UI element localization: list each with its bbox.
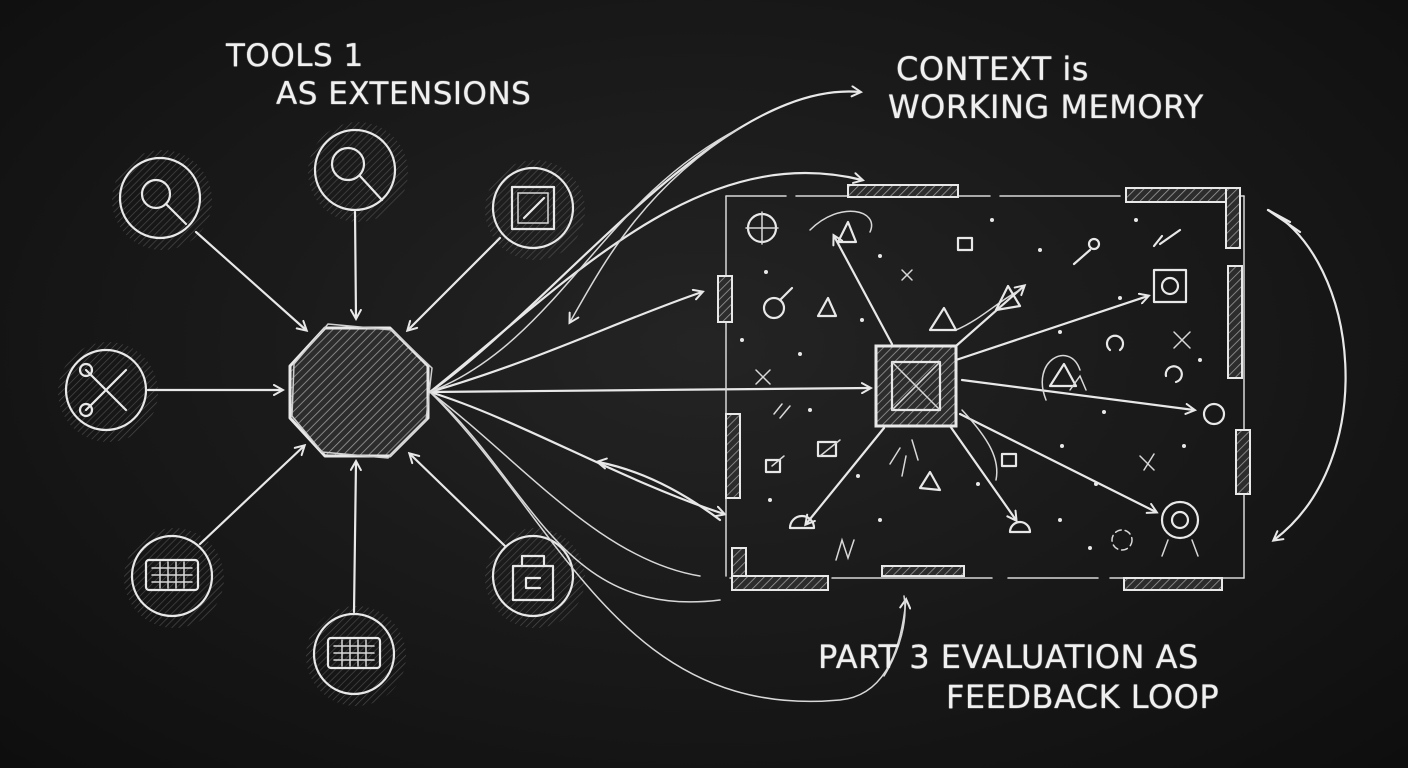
- eval-arrow: [883, 595, 906, 677]
- tool-wrench-screwdriver: [58, 342, 158, 442]
- feedback-arc-head: [1266, 208, 1302, 234]
- tool-editor-window: [485, 160, 585, 260]
- tool-arrows: [146, 210, 507, 614]
- context-dots: [740, 218, 1202, 550]
- central-hub-octagon: [288, 323, 433, 459]
- eval-label-line2: FEEDBACK LOOP: [946, 678, 1220, 716]
- core-arrows: [806, 236, 1194, 524]
- feedback-arc-right: [1266, 208, 1347, 540]
- tools-label-line1: TOOLS 1: [226, 38, 364, 74]
- context-frame: [717, 184, 1251, 591]
- context-label-line2: WORKING MEMORY: [888, 88, 1204, 126]
- tool-bag: [485, 528, 585, 628]
- eval-label-line1: PART 3 EVALUATION AS: [818, 638, 1199, 676]
- hub-output-curves: [428, 92, 906, 703]
- tool-magnifier-left: [112, 150, 212, 250]
- context-label-line1: CONTEXT is: [896, 50, 1089, 88]
- tool-keyboard-lower-left: [124, 528, 224, 628]
- context-core-square: [874, 344, 958, 428]
- tool-magnifier-top: [308, 122, 408, 222]
- tool-keyboard-bottom: [306, 606, 406, 706]
- context-symbols: [745, 210, 1226, 561]
- tools-label-line2: AS EXTENSIONS: [276, 76, 532, 112]
